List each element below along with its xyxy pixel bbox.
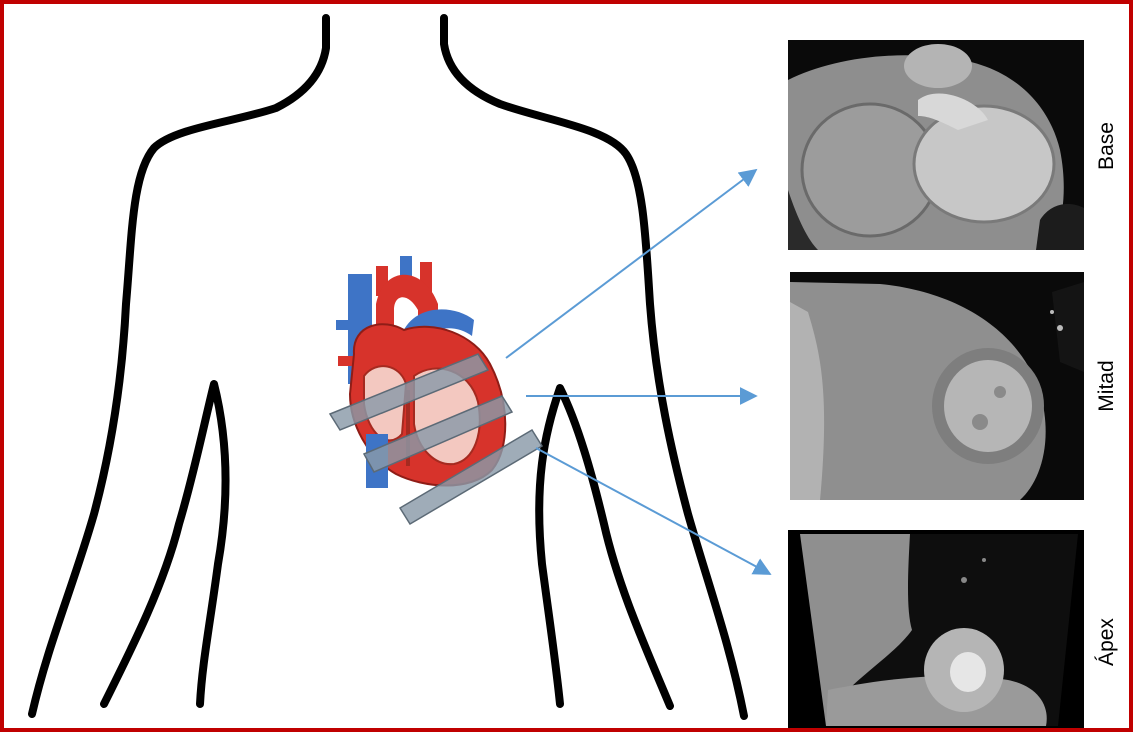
ct-image-mid (790, 272, 1084, 500)
heart-anatomy-illustration (4, 4, 784, 732)
arrow-icon (536, 448, 770, 574)
arrows (506, 170, 770, 574)
panel-label-base: Base (1095, 101, 1119, 191)
ct-image-base (788, 40, 1084, 250)
panel-label-mid: Mitad (1095, 341, 1119, 431)
arrow-icon (506, 170, 756, 358)
panel-label-apex: Ápex (1095, 597, 1119, 687)
ct-image-apex (788, 530, 1084, 732)
